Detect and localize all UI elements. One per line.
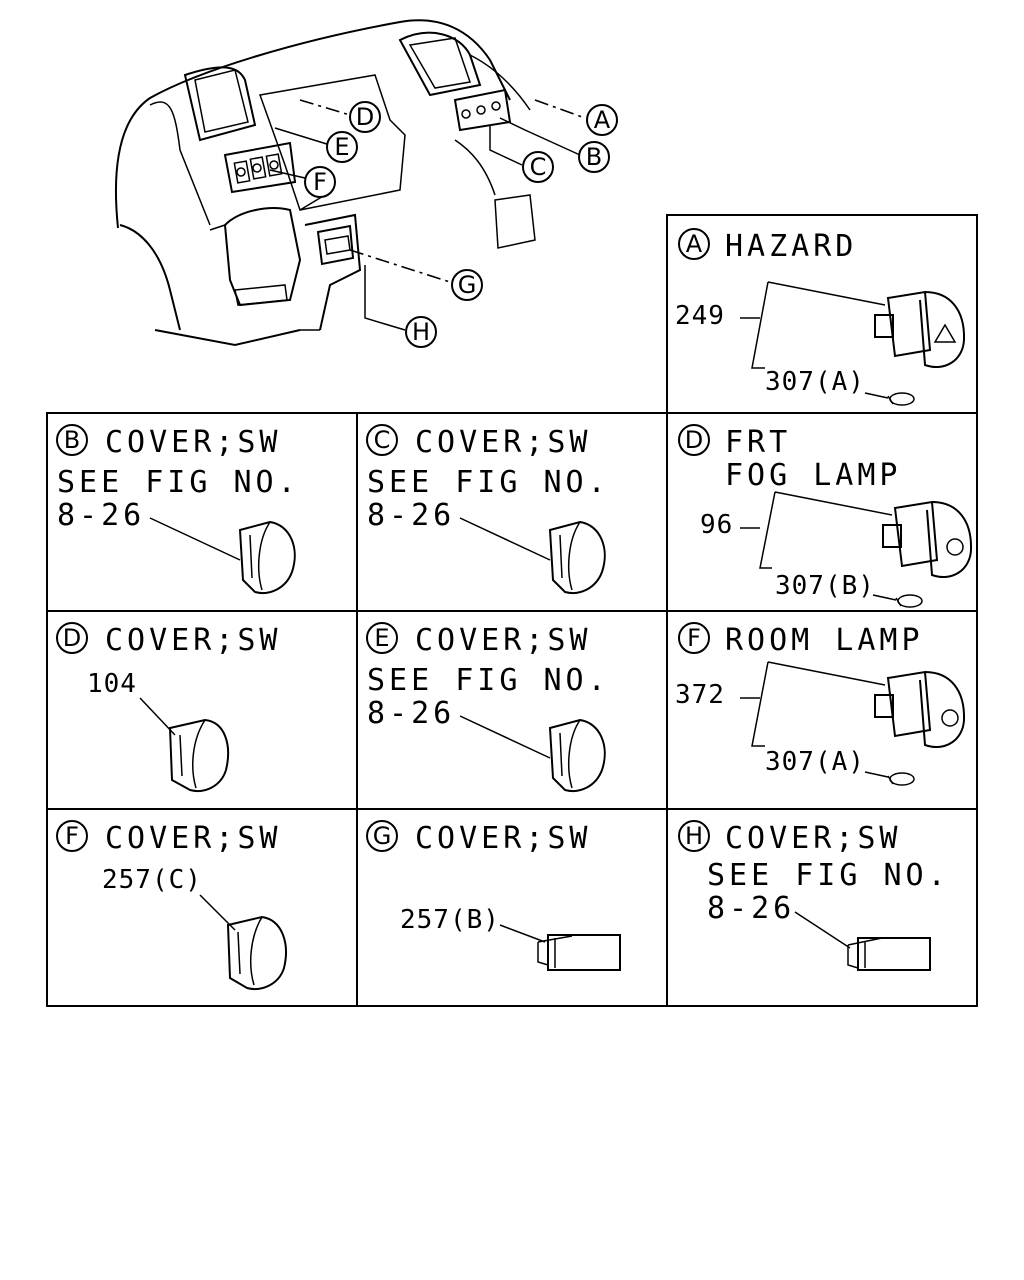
callout-d-label: D bbox=[356, 103, 374, 131]
callout-f: F bbox=[304, 166, 336, 198]
part-307a-label-2: 307(A) bbox=[765, 747, 865, 777]
room-lamp-switch-icon bbox=[874, 670, 966, 748]
switch-cover-icon bbox=[238, 520, 296, 594]
panel-cover-d-title: COVER;SW bbox=[105, 623, 282, 658]
panel-cover-b-line2: SEE FIG NO. bbox=[57, 465, 300, 500]
panel-cover-c: C COVER;SW SEE FIG NO. 8-26 bbox=[366, 424, 610, 594]
part-257c-label: 257(C) bbox=[102, 865, 202, 895]
panel-cover-f-title: COVER;SW bbox=[105, 821, 282, 856]
callout-h-label: H bbox=[412, 318, 430, 346]
callout-e: E bbox=[326, 131, 358, 163]
panel-cover-c-title: COVER;SW bbox=[415, 425, 592, 460]
panel-cover-e-title: COVER;SW bbox=[415, 623, 592, 658]
panel-cover-f: F COVER;SW 257(C) bbox=[56, 820, 287, 990]
panel-cover-f-letter: F bbox=[65, 822, 79, 850]
panel-cover-h-line2: SEE FIG NO. bbox=[707, 858, 950, 893]
part-257b-label: 257(B) bbox=[400, 905, 500, 935]
panel-hazard-title: HAZARD bbox=[725, 229, 857, 264]
panel-room-letter: F bbox=[687, 624, 701, 652]
callout-a-label: A bbox=[594, 106, 611, 134]
panel-cover-b-line3: 8-26 bbox=[57, 498, 145, 533]
part-372-label: 372 bbox=[675, 680, 725, 710]
panel-grid bbox=[46, 214, 978, 1007]
callout-d: D bbox=[349, 101, 381, 133]
part-307a-label: 307(A) bbox=[765, 367, 865, 397]
part-307b-label: 307(B) bbox=[775, 571, 875, 601]
part-249-label: 249 bbox=[675, 301, 725, 331]
panel-cover-h-title: COVER;SW bbox=[725, 821, 902, 856]
panel-fog-lamp: D FRT FOG LAMP 96 307(B) bbox=[678, 424, 973, 608]
panel-cover-b-title: COVER;SW bbox=[105, 425, 282, 460]
panel-hazard: A HAZARD 249 307(A) bbox=[675, 228, 966, 406]
callout-b: B bbox=[578, 141, 610, 173]
panel-room-title: ROOM LAMP bbox=[725, 623, 924, 658]
panel-cover-g-icon bbox=[537, 934, 621, 971]
panel-fog-title: FRT bbox=[725, 425, 791, 460]
callout-b-label: B bbox=[586, 143, 602, 171]
dashboard-illustration bbox=[114, 19, 586, 347]
panel-cover-g-letter: G bbox=[373, 822, 392, 850]
bulb-icon bbox=[887, 772, 915, 786]
panel-fog-title2: FOG LAMP bbox=[725, 458, 902, 493]
switch-cover-icon bbox=[168, 718, 230, 792]
panel-cover-h: H COVER;SW SEE FIG NO. 8-26 bbox=[678, 820, 950, 971]
callout-c: C bbox=[522, 151, 554, 183]
panel-cover-g-title: COVER;SW bbox=[415, 821, 592, 856]
panel-cover-c-letter: C bbox=[374, 426, 391, 454]
switch-cover-icon bbox=[226, 915, 287, 990]
panel-cover-b-letter: B bbox=[64, 426, 80, 454]
panel-cover-c-line2: SEE FIG NO. bbox=[367, 465, 610, 500]
panel-cover-e: E COVER;SW SEE FIG NO. 8-26 bbox=[366, 622, 610, 792]
panel-cover-d: D COVER;SW 104 bbox=[56, 622, 282, 792]
panel-cover-e-letter: E bbox=[374, 624, 389, 652]
panel-cover-h-icon bbox=[847, 937, 931, 971]
panel-room-lamp: F ROOM LAMP 372 307(A) bbox=[675, 622, 966, 786]
bulb-icon bbox=[887, 392, 915, 406]
part-104-label: 104 bbox=[87, 669, 137, 699]
panel-hazard-letter: A bbox=[686, 230, 703, 258]
panel-fog-letter: D bbox=[685, 426, 703, 454]
callout-g: G bbox=[451, 269, 483, 301]
panel-cover-h-letter: H bbox=[685, 822, 703, 850]
callout-g-label: G bbox=[458, 271, 477, 299]
panel-cover-e-line3: 8-26 bbox=[367, 696, 455, 731]
callout-f-label: F bbox=[313, 168, 327, 196]
part-96-label: 96 bbox=[700, 510, 733, 540]
panel-cover-h-line3: 8-26 bbox=[707, 891, 795, 926]
fog-lamp-switch-icon bbox=[882, 500, 973, 578]
switch-cover-icon bbox=[548, 718, 606, 792]
callout-h: H bbox=[405, 316, 437, 348]
switch-cover-icon bbox=[548, 520, 606, 594]
callout-c-label: C bbox=[530, 153, 547, 181]
panel-cover-e-line2: SEE FIG NO. bbox=[367, 663, 610, 698]
hazard-switch-icon bbox=[874, 290, 966, 368]
callout-a: A bbox=[586, 104, 618, 136]
panel-cover-g: G COVER;SW 257(B) bbox=[366, 820, 621, 971]
panel-cover-c-line3: 8-26 bbox=[367, 498, 455, 533]
bulb-icon bbox=[895, 594, 923, 608]
panel-cover-d-letter: D bbox=[63, 624, 81, 652]
callout-e-label: E bbox=[334, 133, 349, 161]
panel-cover-b: B COVER;SW SEE FIG NO. 8-26 bbox=[56, 424, 300, 594]
